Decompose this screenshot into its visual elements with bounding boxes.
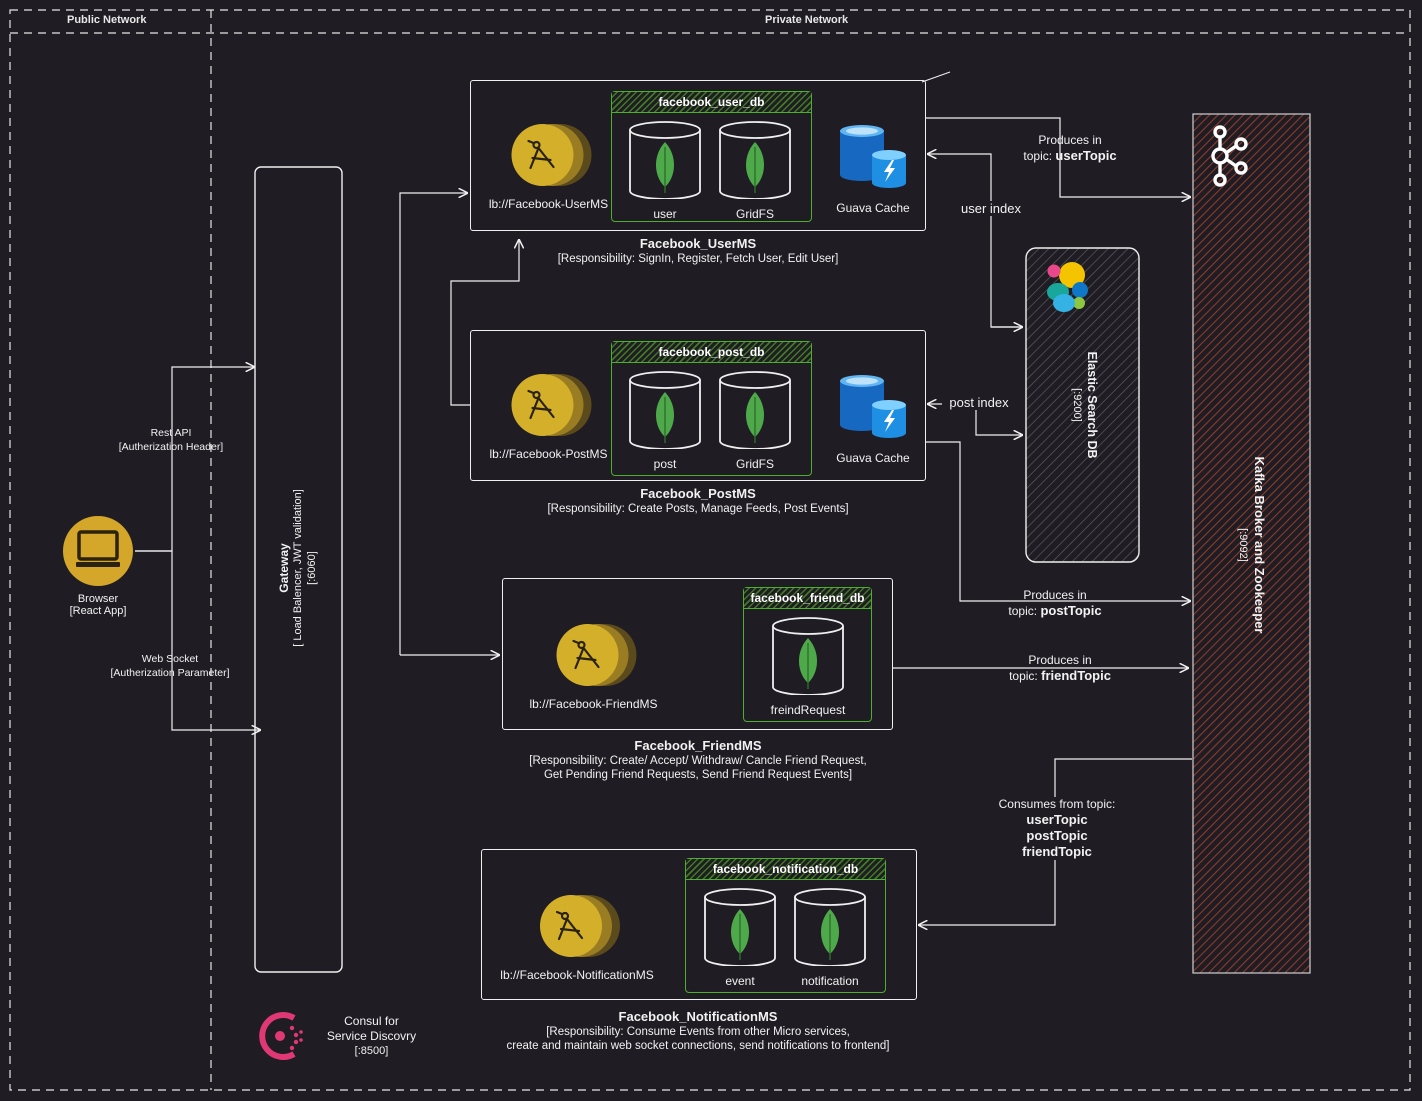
kafka-label: Kafka Broker and Zookeeper [:9092] [1237,456,1267,634]
user-ms-responsibility: [Responsibility: SignIn, Register, Fetch… [557,253,839,265]
notification-db-event: event [704,888,776,988]
user-cache-label: Guava Cache [836,201,910,215]
post-db-name: facebook_post_db [612,342,811,363]
friend-ms-title: Facebook_FriendMS [634,738,762,753]
post-db-gridfs: GridFS [719,371,791,471]
consul-label: Consul for Service Discovry [:8500] [326,1014,417,1057]
azure-cache-icon [840,125,906,188]
user-db-gridfs-label: GridFS [735,207,774,221]
friend-db-group: facebook_friend_db [743,587,872,722]
post-index-edge [975,404,1022,435]
network-frame [9,9,1411,1091]
user-index-edge [928,154,1022,328]
post-db-post-label: post [653,457,677,471]
consumes-label: Consumes from topic: userTopic postTopic… [987,797,1127,860]
websocket-label: Web Socket[Autherization Parameter] [110,653,230,679]
notification-db-name: facebook_notification_db [686,859,885,880]
friend-ms-service-node: lb://Facebook-FriendMS [526,622,661,711]
notification-ms-service-node: lb://Facebook-NotificationMS [497,893,657,982]
elasticsearch-icon [1047,262,1088,312]
friend-produce-label: Produces in topic: friendTopic [1009,653,1111,683]
private-network-label: Private Network [765,14,849,26]
spring-cloud-compass-icon [556,624,637,686]
notification-db-group: facebook_notification_db [685,858,886,993]
browser-node[interactable]: Browser [React App] [52,515,144,617]
user-ms-box[interactable] [470,80,926,231]
post-ms-box[interactable] [470,330,926,481]
post-ms-lb: lb://Facebook-PostMS [489,447,608,461]
friend-ms-lb: lb://Facebook-FriendMS [529,697,658,711]
post-to-user-edge [450,240,519,406]
post-ms-service-node: lb://Facebook-PostMS [481,372,616,461]
notification-db-notification: notification [794,888,866,988]
user-produce-edge [926,117,1190,197]
notification-ms-title: Facebook_NotificationMS [618,1009,778,1024]
mongodb-leaf-cylinder-icon [772,617,844,696]
consul-icon [259,1012,303,1060]
user-db-user-label: user [653,207,677,221]
mongodb-leaf-cylinder-icon [794,888,866,967]
user-ms-service-node: lb://Facebook-UserMS [481,122,616,211]
user-db-name: facebook_user_db [612,92,811,113]
gateway-to-services-edge [399,193,467,655]
notification-ms-responsibility: [Responsibility: Consume Events from oth… [506,1026,890,1052]
laptop-icon [63,516,133,586]
gateway-label: Gateway [ Load Balencer, JWT validation]… [277,489,318,647]
public-network-label: Public Network [67,14,147,26]
user-db-user: user [629,121,701,221]
mongodb-leaf-cylinder-icon [629,371,701,450]
kafka-box [1192,113,1311,974]
browser-sub: [React App] [69,605,127,617]
post-db-gridfs-label: GridFS [735,457,774,471]
rest-api-edge [135,367,254,552]
friend-db-request-label: freindRequest [770,703,846,717]
post-db-post: post [629,371,701,471]
mongodb-leaf-cylinder-icon [719,371,791,450]
user-cache: Guava Cache [828,123,918,215]
user-ms-lb: lb://Facebook-UserMS [488,197,609,211]
mongodb-leaf-cylinder-icon [704,888,776,967]
notification-db-notification-label: notification [801,974,859,988]
mongodb-leaf-cylinder-icon [719,121,791,200]
elastic-label: Elastic Search DB [:9200] [1071,351,1099,459]
user-ms-title: Facebook_UserMS [639,236,757,251]
notification-db-event-label: event [725,974,755,988]
user-index-label: user index [949,201,1033,216]
kafka-icon [1211,125,1248,187]
post-ms-title: Facebook_PostMS [640,486,756,501]
post-ms-responsibility: [Responsibility: Create Posts, Manage Fe… [547,503,849,515]
spring-cloud-compass-icon [511,124,592,186]
friend-db-name: facebook_friend_db [744,588,871,609]
post-cache: Guava Cache [828,373,918,465]
post-index-label: post index [942,395,1016,410]
azure-cache-icon [840,375,906,438]
notification-ms-box[interactable] [481,849,917,1000]
spring-cloud-compass-icon [511,374,592,436]
notification-ms-lb: lb://Facebook-NotificationMS [500,968,654,982]
user-db-gridfs: GridFS [719,121,791,221]
mongodb-leaf-cylinder-icon [629,121,701,200]
post-produce-label: Produces in topic: postTopic [1008,588,1102,618]
spring-cloud-compass-icon [540,895,620,957]
user-db-group: facebook_user_db [611,91,812,222]
rest-api-label: Rest API[Autherization Header] [118,427,224,453]
websocket-edge [135,550,260,730]
post-db-group: facebook_post_db [611,341,812,476]
user-produce-label: Produces in topic: userTopic [1023,133,1117,163]
browser-label: Browser [77,593,119,605]
post-produce-edge [926,441,1190,601]
gateway-box [254,166,343,973]
user-ms-sketch-corner [921,71,951,83]
friend-ms-box[interactable] [502,578,893,730]
elastic-box [1025,247,1140,563]
friend-db-request: freindRequest [762,617,854,717]
friend-ms-responsibility: [Responsibility: Create/ Accept/ Withdra… [529,755,867,781]
post-cache-label: Guava Cache [836,451,910,465]
